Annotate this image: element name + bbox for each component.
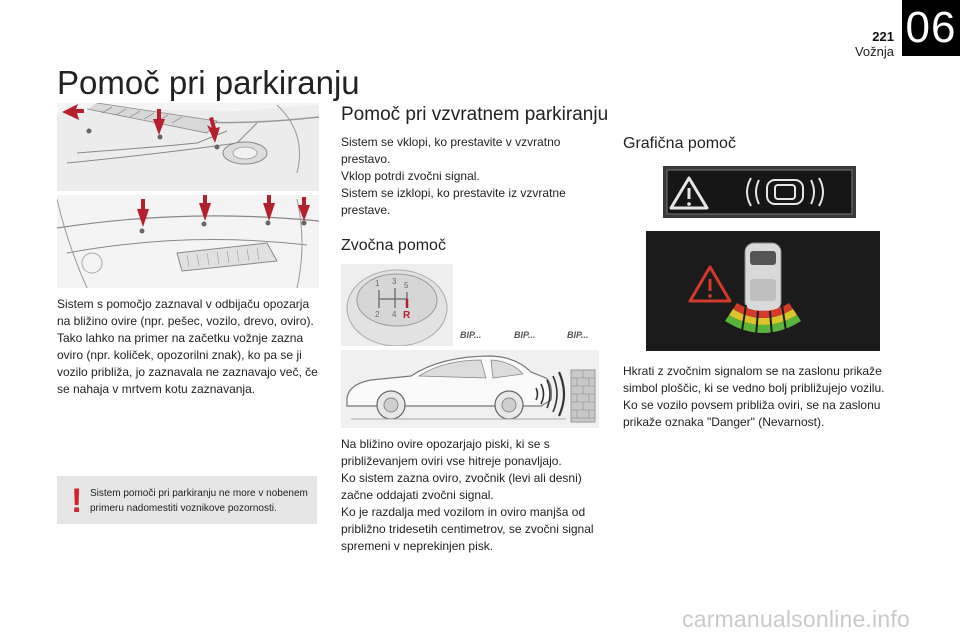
parking-sensor-icon: [746, 177, 824, 207]
graphic-line: Hkrati z zvočnim signalom se na zaslonu …: [623, 364, 885, 395]
gear-label: 4: [392, 310, 397, 319]
left-paragraph-1: Sistem s pomočjo zaznaval v odbijaču opo…: [57, 297, 314, 328]
left-description: Sistem s pomočjo zaznaval v odbijaču opo…: [57, 296, 321, 398]
audio-line: Na bližino ovire opozarjajo piski, ki se…: [341, 437, 562, 468]
audio-line: Ko je razdalja med vozilom in oviro manj…: [341, 505, 594, 553]
graphic-assist-description: Hkrati z zvočnim signalom se na zaslonu …: [623, 363, 888, 431]
page-title: Pomoč pri parkiranju: [57, 64, 360, 101]
warning-exclamation-icon: !: [71, 482, 83, 520]
gear-label-reverse: R: [403, 310, 411, 321]
bip-label: BIP...: [567, 330, 589, 340]
page-number: 221: [872, 29, 894, 44]
car-side-illustration: [341, 350, 599, 428]
gear-knob-illustration: 1 3 5 2 4 R: [341, 264, 453, 346]
section-title-reverse-parking: Pomoč pri vzvratnem parkiranju: [341, 104, 609, 125]
section-label: Vožnja: [854, 44, 894, 59]
audio-line: Ko sistem zazna oviro, zvočnik (levi ali…: [341, 471, 582, 502]
gear-label: 1: [375, 279, 380, 288]
gear-label: 3: [392, 277, 397, 286]
proximity-zones: [725, 303, 801, 337]
reverse-intro-line: Vklop potrdi zvočni signal.: [341, 169, 480, 183]
bip-label: BIP...: [514, 330, 536, 340]
gear-label: 2: [375, 310, 380, 319]
gear-label: 5: [404, 281, 409, 290]
watermark: carmanualsonline.info: [682, 606, 910, 632]
display-symbol-panel: [663, 166, 856, 218]
audio-assist-description: Na bližino ovire opozarjajo piski, ki se…: [341, 436, 597, 555]
graphic-line: Ko se vozilo povsem približa oviri, se n…: [623, 398, 881, 429]
reverse-intro-line: Sistem se vklopi, ko prestavite v vzvrat…: [341, 135, 561, 166]
parking-screen-graphic: [646, 231, 880, 351]
reverse-intro: Sistem se vklopi, ko prestavite v vzvrat…: [341, 134, 591, 219]
bumper-sensors-illustration: [57, 103, 319, 288]
danger-triangle-icon: [688, 265, 732, 303]
warning-text: Sistem pomoči pri parkiranju ne more v n…: [90, 488, 308, 514]
reverse-intro-line: Sistem se izklopi, ko prestavite iz vzvr…: [341, 186, 566, 217]
audio-assist-title: Zvočna pomoč: [341, 237, 446, 254]
chapter-tab: 06: [902, 0, 960, 56]
graphic-assist-title: Grafična pomoč: [623, 135, 736, 152]
warning-triangle-icon: [669, 176, 709, 210]
bip-label: BIP...: [460, 330, 482, 340]
warning-box: ! Sistem pomoči pri parkiranju ne more v…: [57, 476, 317, 524]
left-paragraph-2: Tako lahko na primer na začetku vožnje z…: [57, 331, 318, 396]
